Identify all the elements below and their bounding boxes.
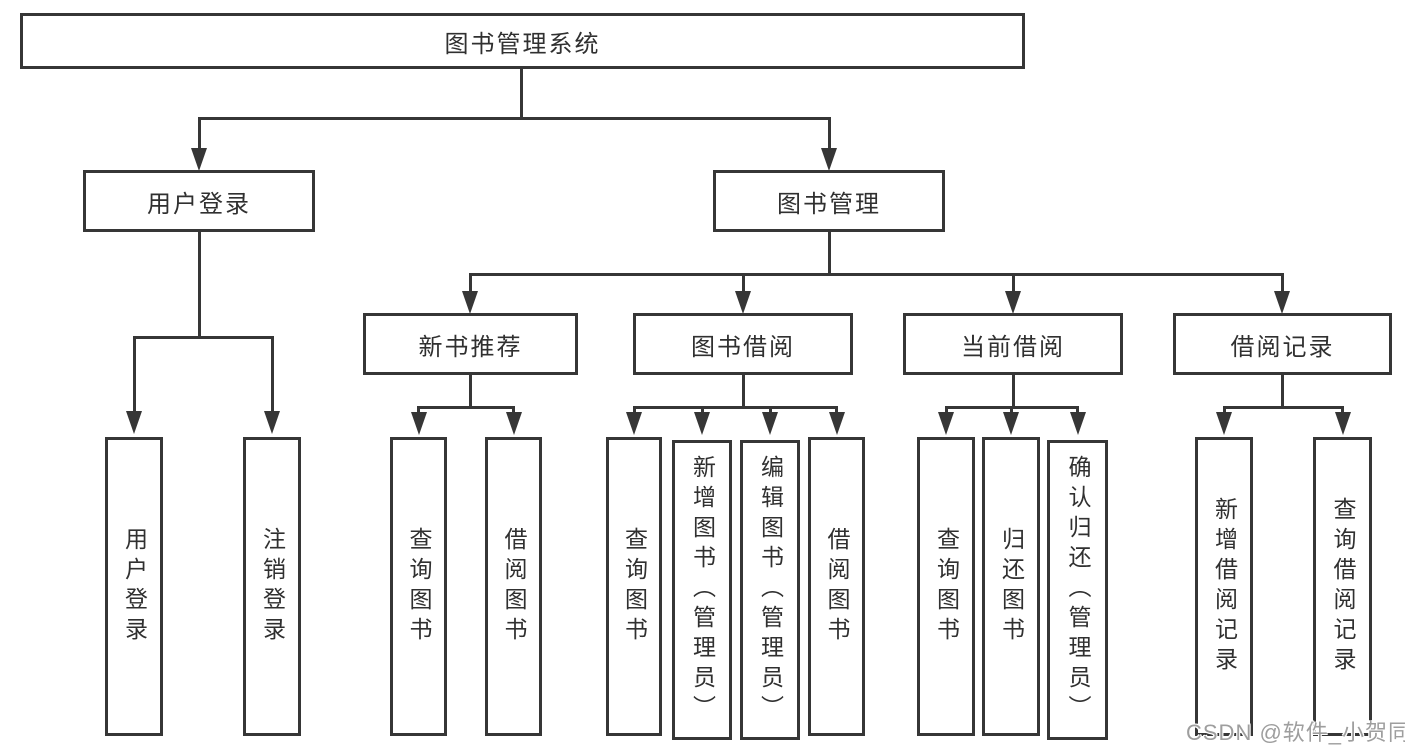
connector-vline (1076, 406, 1079, 414)
leaf-label: 归还图书 (998, 526, 1025, 647)
connector-vline (1281, 375, 1284, 408)
connector-vline (1012, 375, 1015, 408)
leaf-query-book-recommend: 查询图书 (390, 437, 447, 736)
arrow-down-icon (506, 412, 522, 435)
arrow-down-icon (126, 411, 142, 434)
connector-hline (198, 117, 831, 120)
csdn-watermark: CSDN @软件_小贺同学 (1186, 720, 1405, 745)
connector-vline (1223, 406, 1226, 414)
leaf-confirm-return-admin: 确认归还（管理员） (1047, 440, 1108, 740)
connector-vline (198, 232, 201, 338)
leaf-user-login: 用户登录 (105, 437, 163, 736)
connector-vline (271, 336, 274, 414)
arrow-down-icon (264, 411, 280, 434)
arrow-down-icon (1335, 412, 1351, 435)
connector-vline (701, 406, 704, 414)
connector-hline (417, 406, 515, 409)
connector-vline (1341, 406, 1344, 414)
arrow-down-icon (762, 412, 778, 435)
node-current-borrow: 当前借阅 (903, 313, 1123, 375)
leaf-label: 查询图书 (621, 526, 648, 647)
arrow-down-icon (462, 291, 478, 314)
arrow-down-icon (821, 148, 837, 171)
connector-vline (520, 69, 523, 119)
leaf-label: 查询图书 (933, 526, 960, 647)
connector-vline (198, 117, 201, 150)
leaf-label: 编辑图书（管理员） (757, 455, 784, 725)
leaf-label: 用户登录 (121, 526, 148, 647)
leaf-query-book-current: 查询图书 (917, 437, 975, 736)
arrow-down-icon (1070, 412, 1086, 435)
leaf-logout: 注销登录 (243, 437, 301, 736)
node-book-borrow: 图书借阅 (633, 313, 853, 375)
connector-vline (828, 117, 831, 150)
leaf-label: 借阅图书 (824, 526, 850, 647)
arrow-down-icon (735, 291, 751, 314)
arrow-down-icon (411, 412, 427, 435)
connector-hline (633, 406, 837, 409)
leaf-label: 查询借阅记录 (1330, 496, 1356, 677)
arrow-down-icon (694, 412, 710, 435)
connector-vline (945, 406, 948, 414)
connector-vline (828, 232, 831, 275)
connector-vline (633, 406, 636, 414)
arrow-down-icon (829, 412, 845, 435)
connector-vline (769, 406, 772, 414)
connector-vline (1281, 273, 1284, 295)
arrow-down-icon (1216, 412, 1232, 435)
leaf-borrow-book-recommend: 借阅图书 (485, 437, 542, 736)
node-user-login: 用户登录 (83, 170, 315, 232)
connector-vline (742, 273, 745, 295)
root-node-library-system: 图书管理系统 (20, 13, 1025, 69)
leaf-label: 确认归还（管理员） (1065, 455, 1091, 725)
connector-vline (742, 375, 745, 408)
connector-hline (469, 273, 1283, 276)
arrow-down-icon (1274, 291, 1290, 314)
arrow-down-icon (626, 412, 642, 435)
leaf-query-borrow-record: 查询借阅记录 (1313, 437, 1372, 736)
node-book-management: 图书管理 (713, 170, 945, 232)
node-new-book-recommend: 新书推荐 (363, 313, 578, 375)
connector-vline (417, 406, 420, 414)
leaf-query-book-borrow: 查询图书 (606, 437, 662, 736)
leaf-borrow-book: 借阅图书 (808, 437, 865, 736)
leaf-return-book: 归还图书 (982, 437, 1040, 736)
leaf-label: 新增借阅记录 (1211, 496, 1238, 677)
leaf-label: 查询图书 (406, 526, 432, 647)
leaf-add-borrow-record: 新增借阅记录 (1195, 437, 1253, 736)
connector-hline (1223, 406, 1344, 409)
connector-vline (133, 336, 136, 414)
leaf-label: 新增图书（管理员） (689, 455, 716, 725)
arrow-down-icon (1003, 412, 1019, 435)
connector-hline (133, 336, 274, 339)
leaf-edit-book-admin: 编辑图书（管理员） (740, 440, 800, 740)
connector-vline (469, 375, 472, 408)
connector-vline (512, 406, 515, 414)
leaf-label: 借阅图书 (501, 526, 527, 647)
connector-vline (835, 406, 838, 414)
leaf-add-book-admin: 新增图书（管理员） (672, 440, 732, 740)
connector-vline (1012, 273, 1015, 295)
arrow-down-icon (1005, 291, 1021, 314)
connector-vline (1010, 406, 1013, 414)
leaf-label: 注销登录 (259, 526, 286, 647)
arrow-down-icon (191, 148, 207, 171)
arrow-down-icon (938, 412, 954, 435)
connector-vline (469, 273, 472, 295)
node-borrow-record: 借阅记录 (1173, 313, 1392, 375)
